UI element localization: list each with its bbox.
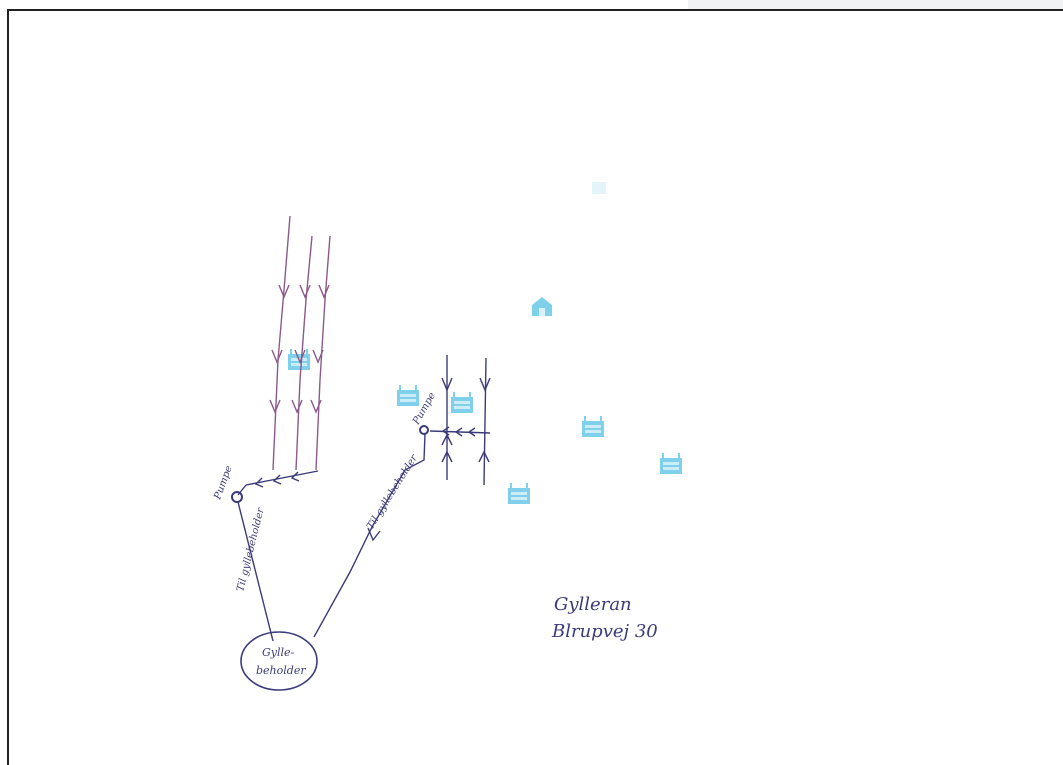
faint-mark — [592, 182, 606, 194]
right-pipe-label: Til gyllebeholder — [365, 452, 420, 532]
left-collector-line — [238, 471, 318, 495]
farm-title: Gylleran — [554, 594, 632, 615]
tank-label-line2: beholder — [256, 664, 306, 677]
right-collector-lines — [430, 355, 490, 485]
stall-icon-2 — [397, 385, 419, 406]
slurry-tank — [241, 632, 317, 690]
farm-address: Blrupvej 30 — [551, 621, 658, 642]
stall-icon-5 — [660, 453, 682, 474]
left-pipe-label: Til gyllebeholder — [235, 506, 267, 593]
stall-icon-4 — [582, 416, 604, 437]
stall-icon-6 — [508, 483, 530, 504]
right-pump-node — [420, 426, 428, 434]
house-icon — [532, 297, 552, 316]
left-pump-node — [232, 492, 242, 502]
stall-icon-3 — [451, 392, 473, 413]
left-inflow-lines — [273, 216, 330, 470]
tank-label-line1: Gylle- — [262, 646, 295, 659]
